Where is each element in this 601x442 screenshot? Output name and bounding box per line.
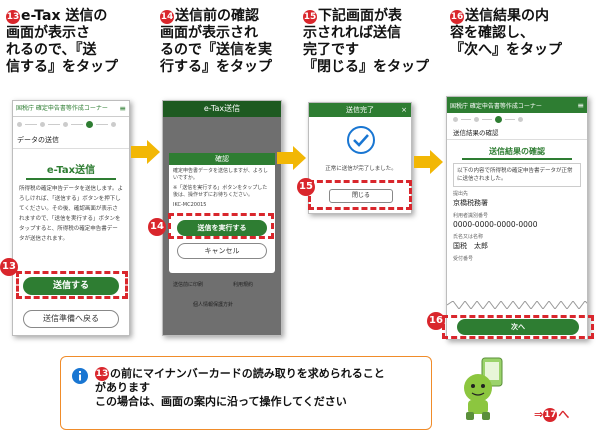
- app-header: 国税庁 確定申告書等作成コーナー ≡: [447, 97, 587, 113]
- app-header: 国税庁 確定申告書等作成コーナー ≡: [13, 101, 129, 117]
- arrow-right-icon: [277, 146, 306, 170]
- section-title: 送信結果の確認: [447, 125, 587, 140]
- step-number-badge: 15: [303, 10, 317, 24]
- close-button[interactable]: 閉じる: [329, 189, 393, 203]
- step-number-badge: 14: [160, 10, 174, 24]
- check-circle-icon: [347, 126, 375, 154]
- step-number-badge: 16: [450, 10, 464, 24]
- back-to-prep-button[interactable]: 送信準備へ戻る: [23, 310, 119, 328]
- step-number-badge: 13: [6, 10, 20, 24]
- progress-stepper: [447, 113, 587, 125]
- next-button[interactable]: 次へ: [457, 319, 579, 335]
- callout-13-badge: 13: [0, 258, 18, 276]
- send-button[interactable]: 送信する: [23, 277, 119, 295]
- close-icon[interactable]: ×: [401, 106, 407, 114]
- hamburger-icon[interactable]: ≡: [119, 103, 126, 113]
- app-header: e-Tax送信: [163, 101, 281, 117]
- etax-description: 所得税の確定申告データを送信します。よろしければ、「送信する」ボタンを押下してく…: [19, 186, 123, 242]
- dialog-title: 送信完了 ×: [309, 103, 411, 117]
- step-number-badge: 17: [543, 408, 558, 422]
- etax-title: e-Tax送信: [46, 165, 96, 176]
- section-title: データの送信: [13, 131, 129, 149]
- hamburger-icon[interactable]: ≡: [577, 100, 584, 110]
- result-note: 以下の内容で所得税の確定申告書データが正常に送信されました。: [453, 163, 581, 187]
- highlight-close-button: [308, 180, 412, 210]
- callout-14-badge: 14: [148, 218, 166, 236]
- highlight-next-button: [442, 315, 594, 339]
- arrow-right-icon: [131, 140, 160, 164]
- phone-complete: 送信完了 × 正常に送信が完了しました。 閉じる: [308, 102, 412, 214]
- info-icon: [72, 368, 88, 384]
- execute-send-button[interactable]: 送信を実行する: [177, 220, 267, 236]
- highlight-send-button: [16, 271, 128, 299]
- callout-15-badge: 15: [297, 178, 315, 196]
- error-code: IKC-MC20015: [173, 202, 207, 208]
- highlight-execute-button: [168, 213, 274, 239]
- cancel-button[interactable]: キャンセル: [177, 243, 267, 259]
- progress-stepper: [13, 117, 129, 131]
- phone-etax-send: 国税庁 確定申告書等作成コーナー ≡ データの送信 e-Tax送信 所得税の確定…: [12, 100, 130, 336]
- name-value: 国税 太郎: [453, 242, 488, 250]
- callout-16-badge: 16: [427, 312, 445, 330]
- complete-message: 正常に送信が完了しました。: [325, 166, 397, 172]
- phone-confirm: e-Tax送信 確認 確定申告書データを送信しますが、よろしいですか。 ※「送信…: [162, 100, 282, 336]
- torn-edge-divider: [447, 301, 587, 309]
- dialog-title: 確認: [169, 153, 275, 165]
- step-number-badge: 13: [95, 367, 109, 381]
- office-value: 京橋税務署: [453, 199, 488, 207]
- result-title: 送信結果の確認: [489, 147, 545, 156]
- mascot-illustration: [464, 357, 503, 420]
- user-id-value: 0000-0000-0000-0000: [453, 220, 538, 229]
- phone-result: 国税庁 確定申告書等作成コーナー ≡ 送信結果の確認 送信結果の確認 以下の内容…: [446, 96, 588, 340]
- arrow-right-icon: [414, 150, 443, 174]
